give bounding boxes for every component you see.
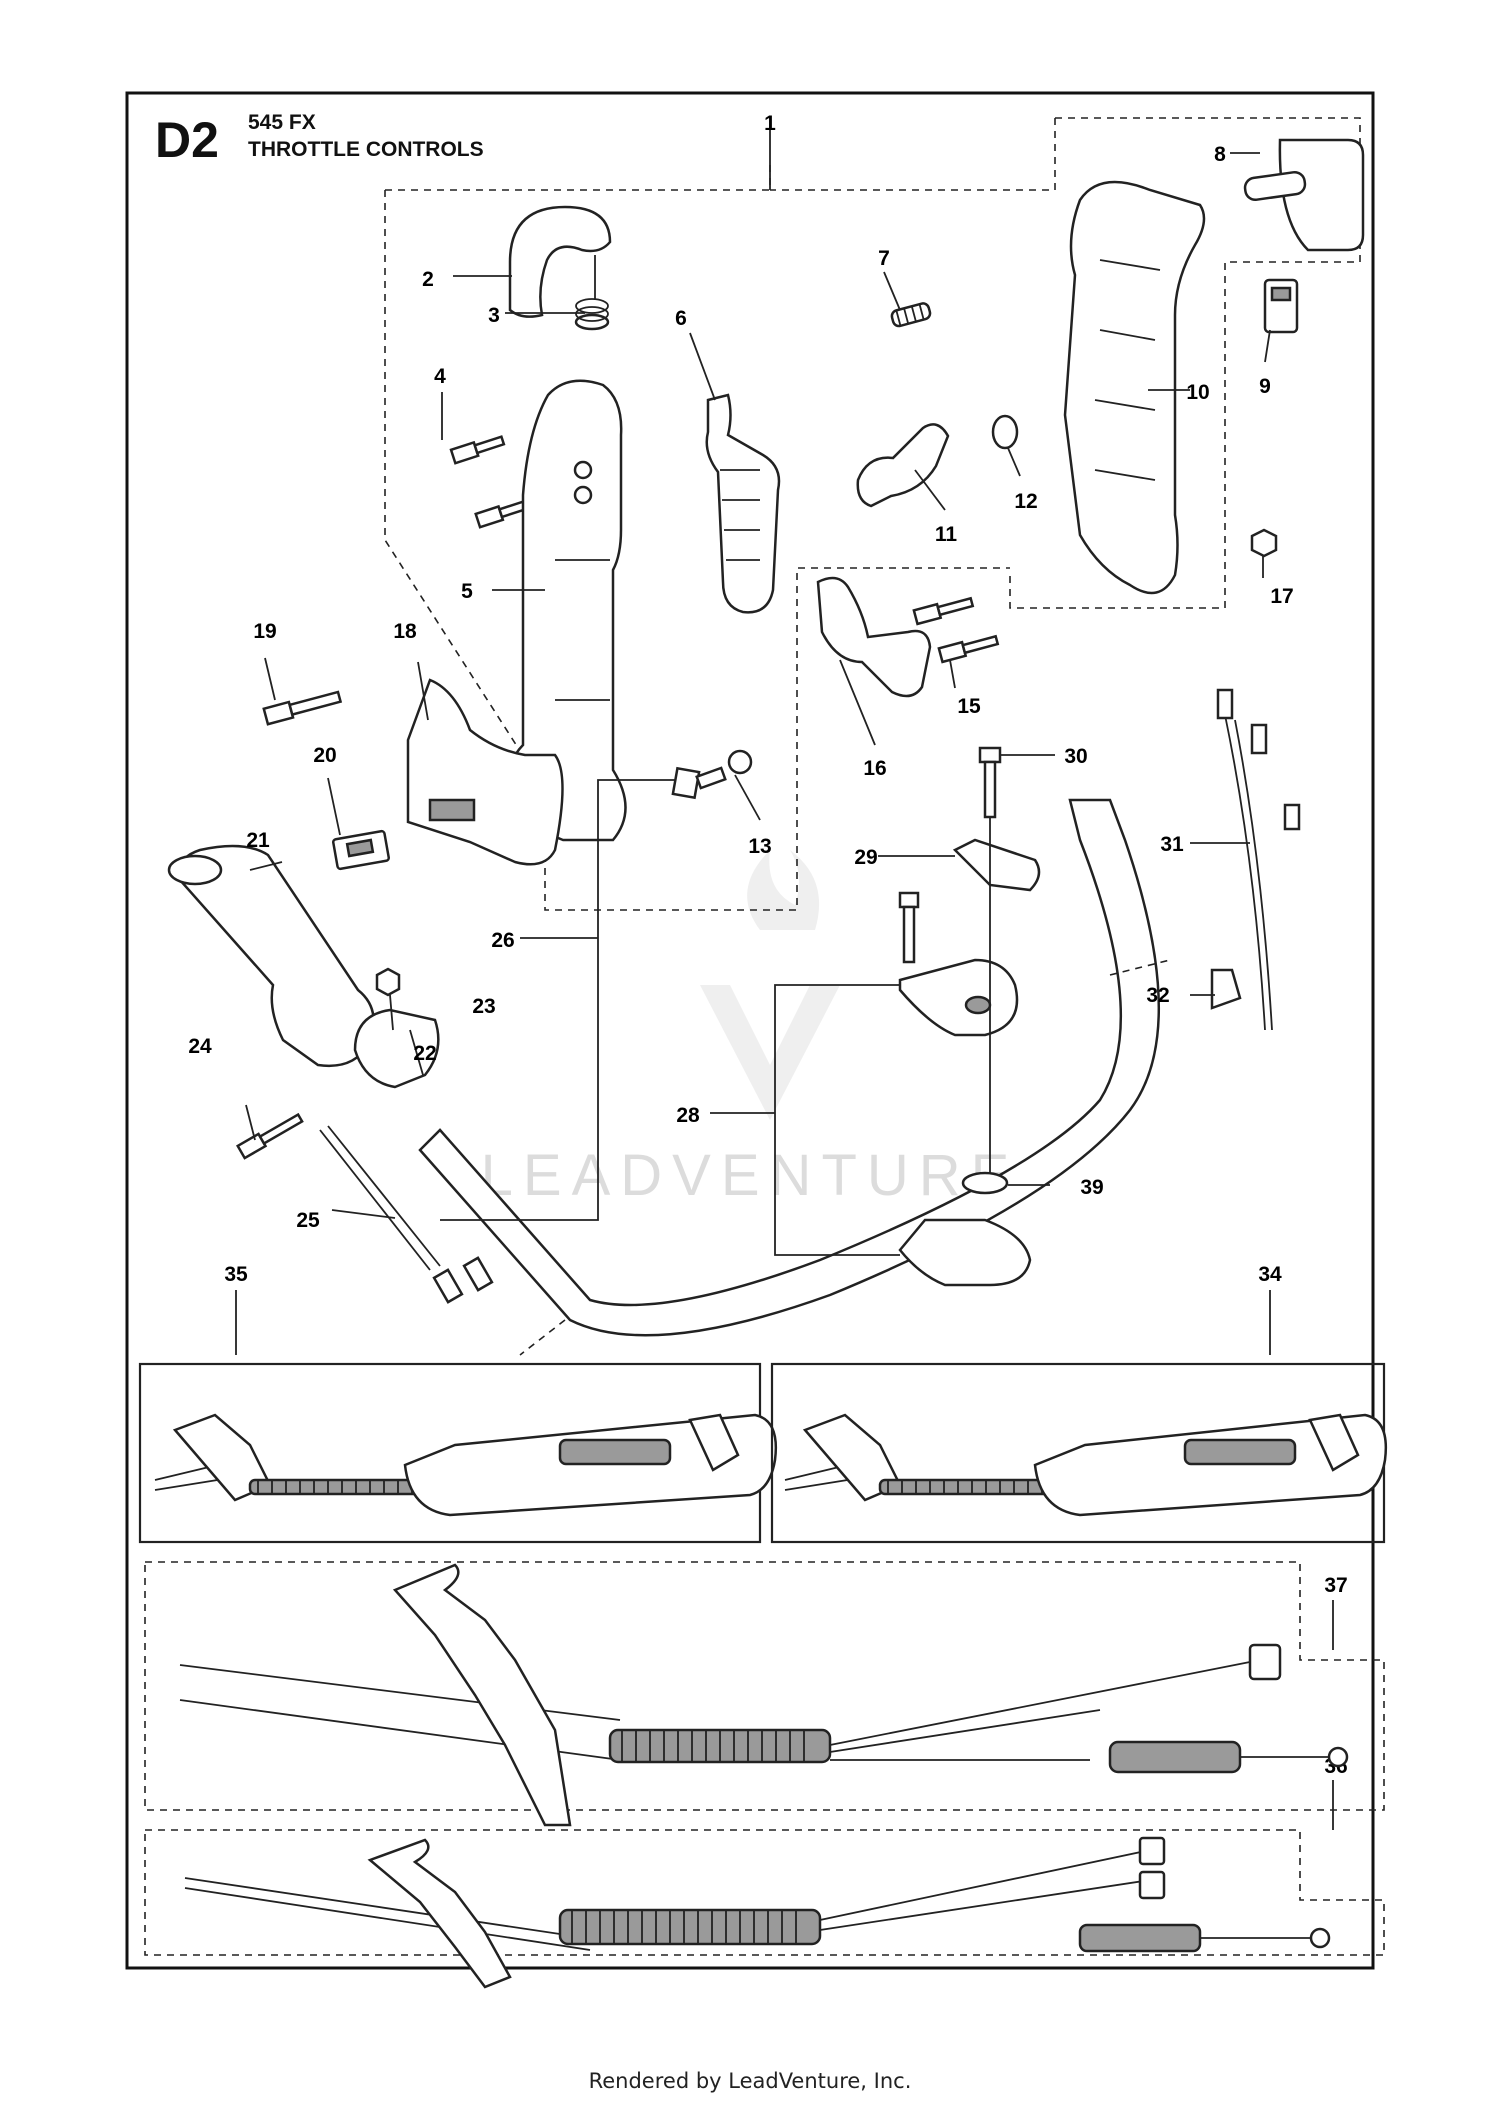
part-11-lever (856, 423, 950, 508)
part-24-screw (236, 1112, 304, 1160)
part-5-detail (555, 559, 610, 701)
assembly-outline-left (384, 190, 546, 791)
part-28-clamp-bottom (898, 1218, 1032, 1287)
callout-10: 10 (1186, 381, 1209, 404)
part-25b-connector (462, 1256, 494, 1292)
part-17-nut (1250, 528, 1278, 558)
part-26-centerline (519, 959, 1171, 1356)
part-4b-screw (474, 499, 531, 529)
part-26-handlebar (418, 798, 1160, 1337)
part-22-nut (375, 967, 401, 997)
callout-17: 17 (1270, 585, 1293, 608)
callout-21: 21 (246, 829, 270, 852)
part-31-harness (1224, 714, 1273, 1031)
callout-6: 6 (675, 307, 687, 330)
part-15b-screw (937, 634, 1000, 664)
model-name: 545 FX (248, 111, 316, 134)
callout-39: 39 (1080, 1176, 1103, 1199)
callout-19: 19 (253, 620, 276, 643)
part-28-clamp-top (898, 958, 1019, 1037)
part-5-hole-2 (573, 485, 593, 505)
part-7-spring (890, 302, 932, 328)
part-2-cap (508, 205, 612, 318)
callout-37: 37 (1324, 1574, 1347, 1597)
part-20-switch (332, 829, 390, 871)
detail-box-37 (144, 1561, 1385, 1827)
part-6-throttle-trigger (705, 393, 781, 614)
assembly-outline-16 (544, 567, 1010, 911)
part-16-lever (816, 576, 932, 698)
part-31-connector (1216, 688, 1234, 720)
callout-35: 35 (224, 1263, 248, 1286)
part-15-screw (912, 596, 975, 626)
callout-3: 3 (488, 304, 500, 327)
part-19-screw (262, 690, 343, 726)
assembly-outline-10 (1009, 117, 1361, 609)
detail-box-34 (770, 1362, 1388, 1544)
part-18-window (428, 798, 476, 822)
callout-29: 29 (854, 846, 877, 869)
detail-box-35 (138, 1362, 778, 1544)
part-8-knob (1243, 138, 1365, 252)
callout-32: 32 (1146, 984, 1169, 1007)
assembly-outline-top (770, 118, 1056, 191)
callout-4: 4 (434, 365, 446, 388)
sheet-frame (125, 91, 1375, 1970)
part-39-washer (961, 1171, 1009, 1195)
watermark-text: LEADVENTURE (481, 1143, 1020, 1208)
leader-lines (235, 130, 1334, 1830)
part-28-hole (964, 995, 992, 1015)
callout-34: 34 (1258, 1263, 1282, 1286)
part-25-cable (319, 1125, 441, 1271)
callout-2: 2 (422, 268, 434, 291)
callout-28: 28 (676, 1104, 700, 1127)
part-28-bolt (898, 891, 920, 964)
callout-25: 25 (296, 1209, 320, 1232)
part-32-clip (1210, 968, 1242, 1010)
part-5-hole (573, 460, 593, 480)
detail-box-36 (144, 1829, 1385, 1989)
callout-26: 26 (491, 929, 514, 952)
callout-18: 18 (393, 620, 417, 643)
part-13-screw (671, 749, 753, 800)
part-30-bolt (978, 746, 1002, 819)
callout-24: 24 (188, 1035, 212, 1058)
callout-1: 1 (764, 112, 776, 135)
part-4-screw (449, 435, 506, 465)
callout-8: 8 (1214, 143, 1226, 166)
assembly-outline-1 (385, 160, 771, 191)
callout-11: 11 (935, 523, 958, 546)
footer-credit: Rendered by LeadVenture, Inc. (589, 2069, 912, 2093)
part-21-grip (177, 844, 375, 1068)
callout-7: 7 (878, 247, 890, 270)
callout-13: 13 (748, 835, 771, 858)
part-3-spring (574, 298, 610, 331)
callout-30: 30 (1064, 745, 1087, 768)
part-10-ribs (1094, 259, 1161, 481)
part-21-end (167, 854, 223, 886)
callout-9: 9 (1259, 375, 1271, 398)
callout-5: 5 (461, 580, 473, 603)
callout-31: 31 (1160, 833, 1184, 856)
callout-15: 15 (957, 695, 981, 718)
section-title: THROTTLE CONTROLS (248, 138, 484, 161)
part-5-handle-half (506, 379, 627, 842)
callout-23: 23 (472, 995, 495, 1018)
callout-16: 16 (863, 757, 886, 780)
part-25-connector (432, 1268, 464, 1304)
part-12-ring (991, 414, 1019, 450)
part-23-clamp (353, 1008, 440, 1089)
callout-12: 12 (1014, 490, 1037, 513)
callout-22: 22 (413, 1042, 436, 1065)
part-6-ridges (720, 469, 760, 561)
part-10-handle-half (1063, 180, 1206, 595)
part-31c-connector (1283, 803, 1301, 831)
part-9-switch (1263, 278, 1299, 334)
callout-numbers: 1 2 3 4 5 6 7 8 9 10 11 12 13 15 16 17 1… (188, 112, 1347, 1778)
part-29-wedge (952, 838, 1041, 892)
sheet-code: D2 (155, 112, 219, 168)
callout-20: 20 (313, 744, 336, 767)
part-31b-connector (1250, 723, 1268, 755)
